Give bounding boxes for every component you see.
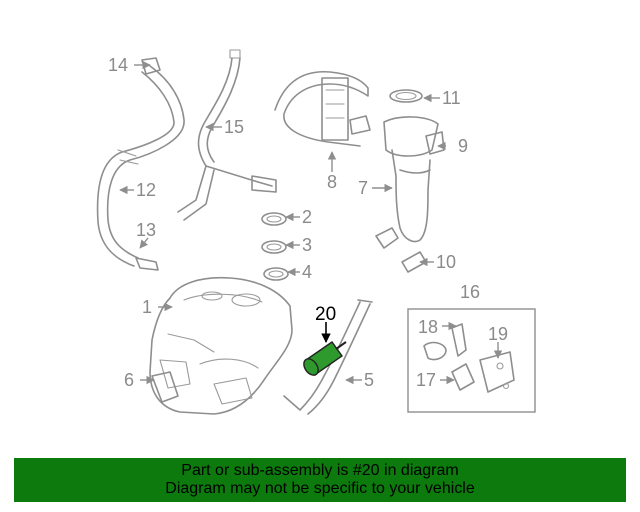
vent-line-part [177,49,277,221]
fuel-filter-part-20 [303,341,347,376]
callout-20-highlighted: 20 [315,304,336,325]
callout-leaders [119,60,503,385]
callout-1: 1 [142,297,152,317]
fuel-tank-part [149,276,293,415]
filler-neck-part [96,57,185,271]
bracket-part [151,371,179,403]
callout-5: 5 [364,370,374,390]
callout-17: 17 [416,370,436,390]
callout-19: 19 [488,324,508,344]
callout-3: 3 [302,235,312,255]
callout-2: 2 [302,207,312,227]
callout-7: 7 [358,178,368,198]
disclaimer-banner: Part or sub-assembly is #20 in diagram D… [14,458,626,502]
sender-unit-part [274,70,371,147]
parts-diagram: 14 15 8 11 9 7 12 13 2 3 4 10 16 1 18 19… [96,49,536,415]
callout-13: 13 [136,220,156,240]
callout-10: 10 [436,252,456,272]
callout-12: 12 [136,180,156,200]
callout-6: 6 [124,370,134,390]
fuel-pump-module-part [375,89,445,273]
seal-rings-part [261,212,289,281]
callout-11: 11 [442,88,461,108]
banner-line-2: Diagram may not be specific to your vehi… [165,480,475,497]
callout-16: 16 [460,282,480,302]
callout-9: 9 [458,136,468,156]
callout-18: 18 [418,317,438,337]
callout-8: 8 [327,172,337,192]
banner-line-1: Part or sub-assembly is #20 in diagram [181,462,459,479]
callout-15: 15 [224,117,244,137]
callout-4: 4 [302,262,312,282]
callout-14: 14 [108,55,128,75]
tank-strap-part [283,299,373,415]
